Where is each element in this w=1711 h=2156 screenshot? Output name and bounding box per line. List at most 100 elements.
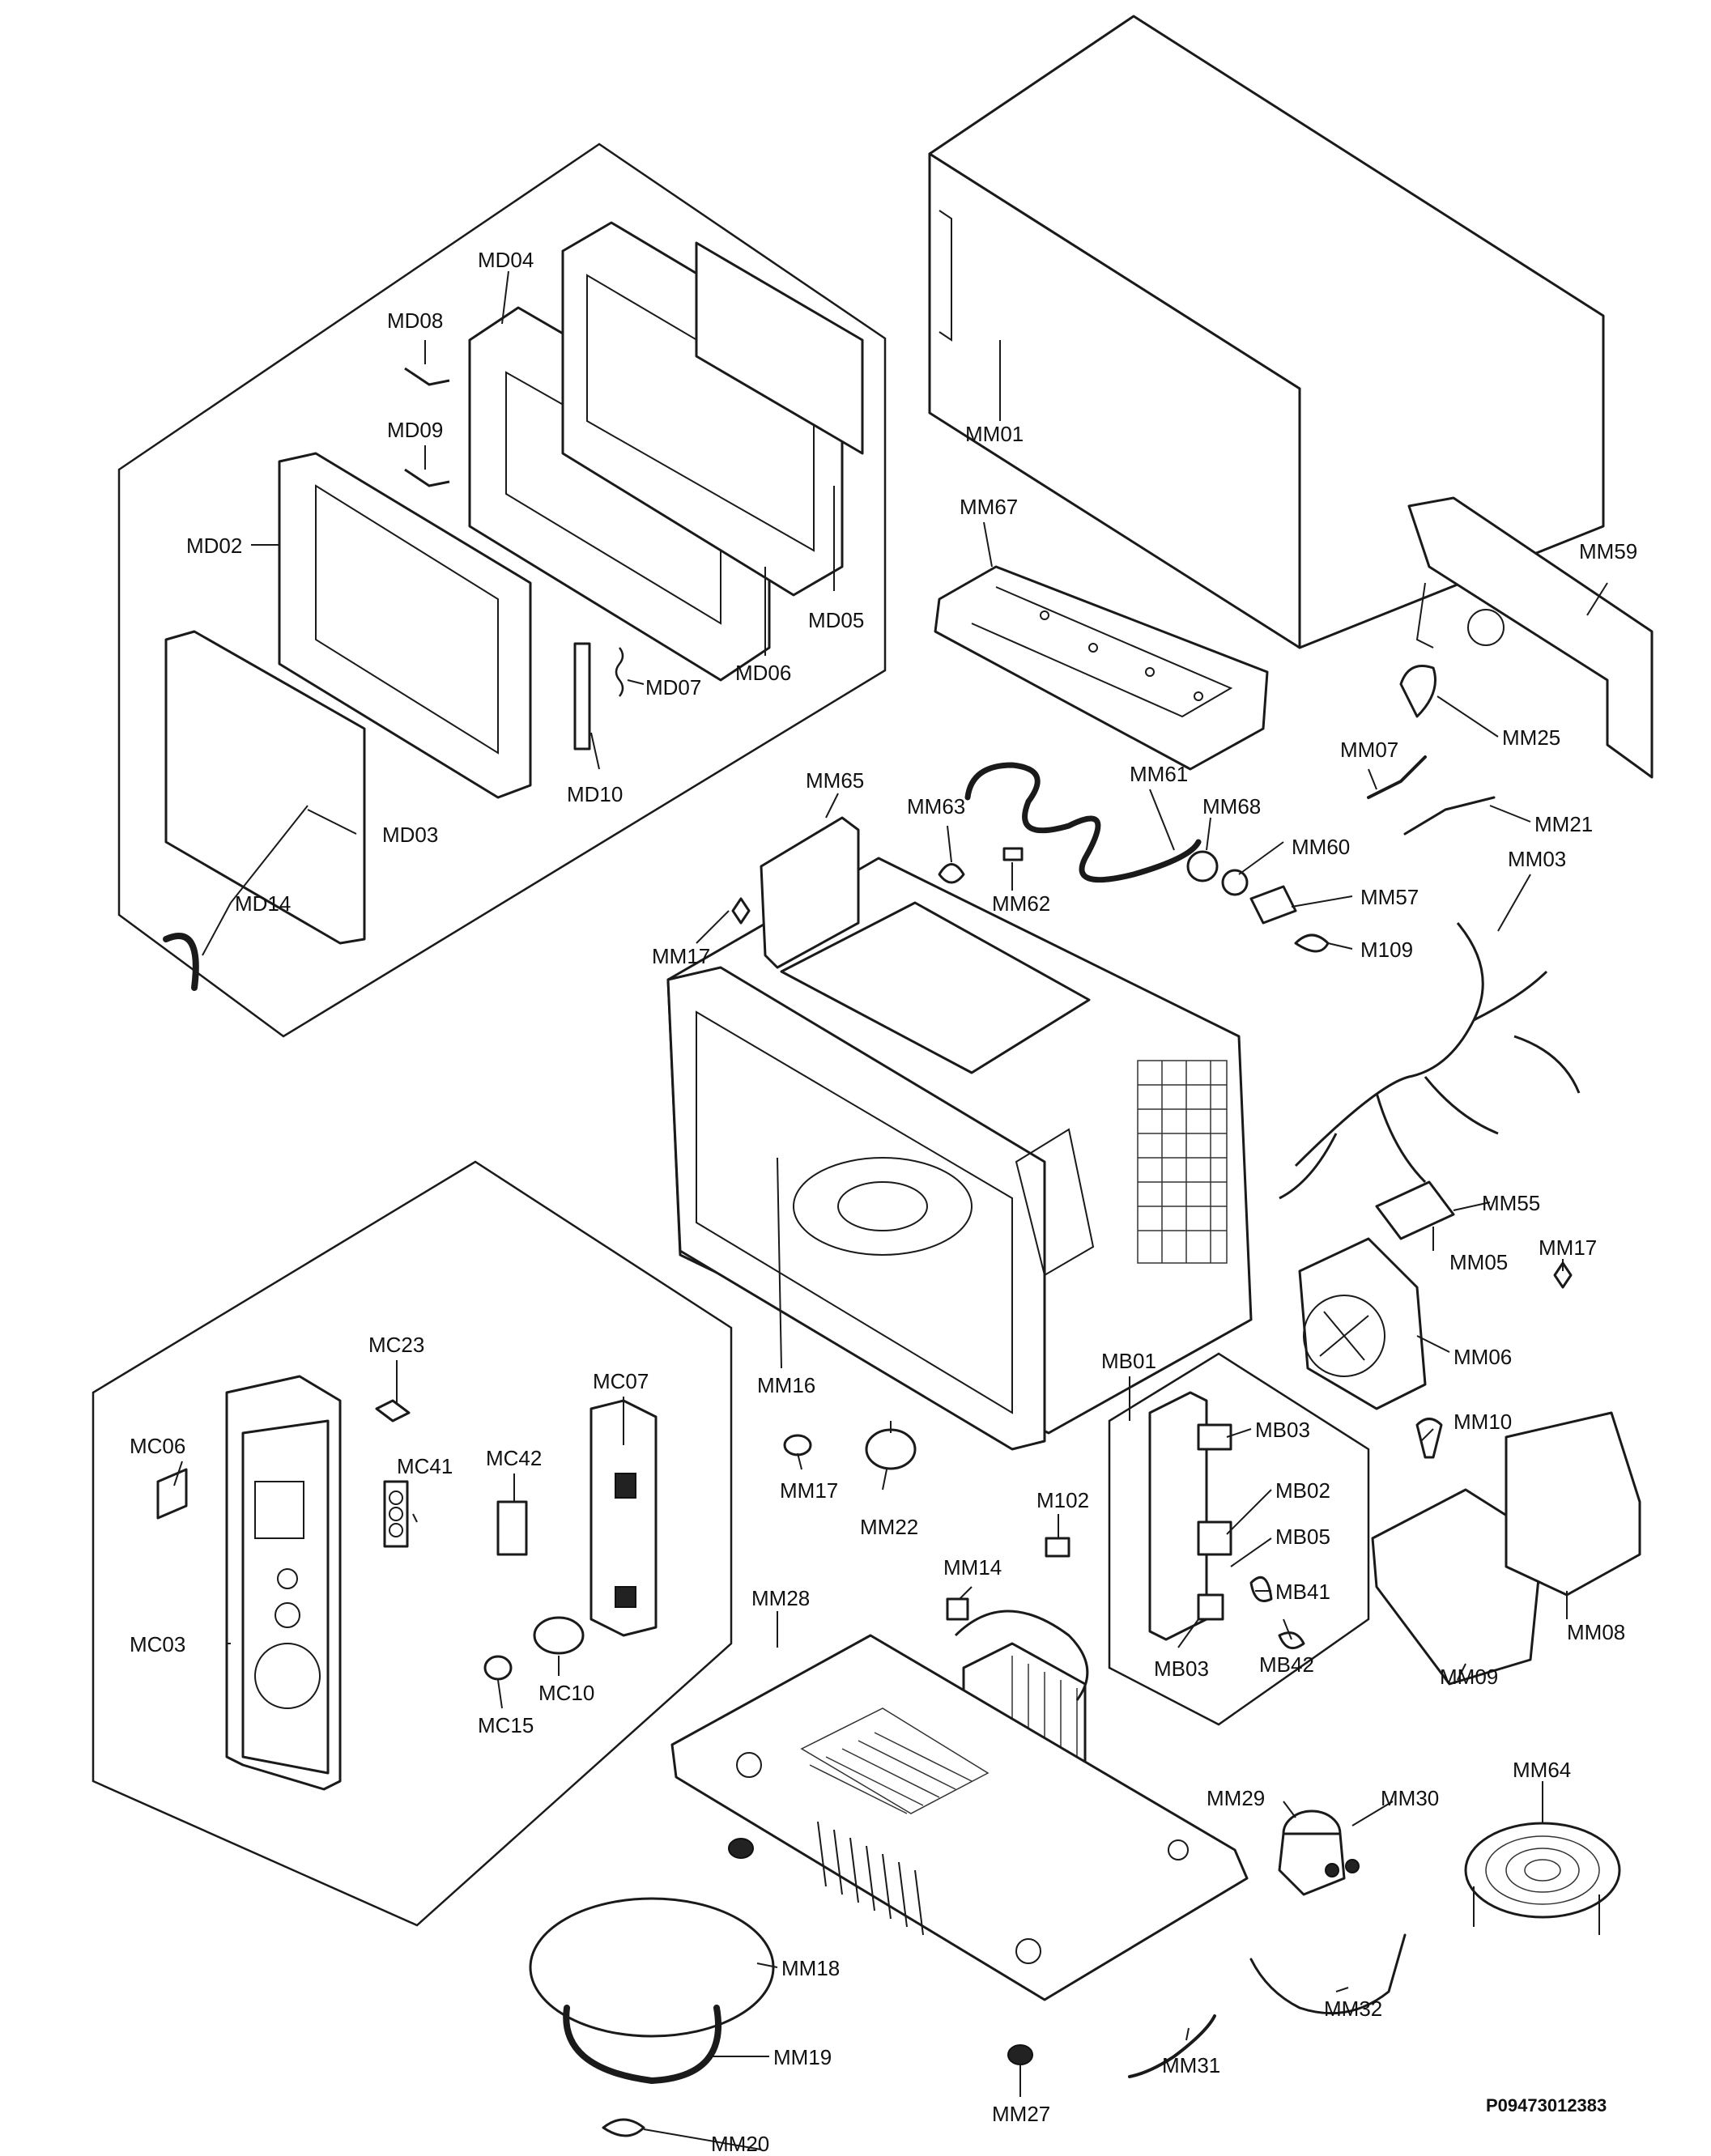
foot-top <box>728 1838 754 1859</box>
mm14-switch <box>946 1597 969 1621</box>
top-plate <box>934 565 1269 771</box>
label-mb03-bottom: MB03 <box>1154 1656 1209 1681</box>
heater-seal <box>1221 869 1249 896</box>
label-mm17-top: MM17 <box>652 944 710 968</box>
label-mb42: MB42 <box>1259 1652 1314 1677</box>
label-md06: MD06 <box>735 661 791 685</box>
label-mc23: MC23 <box>368 1333 424 1357</box>
mm17-fastener-top <box>731 897 751 925</box>
label-mb02: MB02 <box>1275 1478 1330 1503</box>
label-mm06: MM06 <box>1453 1345 1512 1369</box>
label-mc41: MC41 <box>397 1454 453 1478</box>
capacitor <box>1278 1809 1360 1896</box>
label-mm16: MM16 <box>757 1373 815 1397</box>
label-mm07: MM07 <box>1340 738 1398 762</box>
label-m102: M102 <box>1036 1488 1089 1512</box>
label-mm18: MM18 <box>781 1956 840 1980</box>
label-mc42: MC42 <box>486 1446 542 1470</box>
heater-ring <box>1186 850 1219 882</box>
label-mm01: MM01 <box>965 422 1024 446</box>
label-md04: MD04 <box>478 248 534 272</box>
control-panel-group-outline <box>92 1160 733 1927</box>
label-mm19: MM19 <box>773 2045 832 2069</box>
leader-lines <box>173 270 1608 2150</box>
label-mm31: MM31 <box>1162 2053 1220 2077</box>
magnetron-waveguide <box>1371 1411 1641 1686</box>
label-mm14: MM14 <box>943 1555 1002 1580</box>
label-md05: MD05 <box>808 608 864 632</box>
foot-bottom <box>1007 2044 1033 2065</box>
label-mc03: MC03 <box>130 1632 185 1656</box>
mm31-cable <box>1128 2014 1216 2078</box>
base-plate <box>670 1634 1249 2001</box>
door-small-parts <box>404 367 624 751</box>
wire-harness <box>1279 922 1581 1200</box>
mm55-board <box>1375 1180 1455 1240</box>
label-mm05: MM05 <box>1449 1250 1508 1274</box>
label-mm17-right: MM17 <box>1539 1235 1597 1260</box>
label-mm65: MM65 <box>806 768 864 793</box>
roller-ring <box>563 2005 722 2084</box>
m102-part <box>1045 1537 1070 1558</box>
label-mm67: MM67 <box>960 495 1018 519</box>
label-md02: MD02 <box>186 534 242 558</box>
grill-rack <box>1464 1822 1621 1935</box>
mb-group-outline <box>1108 1352 1370 1726</box>
label-md09: MD09 <box>387 418 443 442</box>
mm17-fastener-right <box>1553 1261 1573 1289</box>
label-mb03-top: MB03 <box>1255 1418 1310 1442</box>
label-mm32: MM32 <box>1324 1997 1382 2021</box>
mb-parts <box>1148 1391 1305 1650</box>
label-mb05: MB05 <box>1275 1525 1330 1549</box>
door-inner-frame <box>468 221 864 682</box>
mm17-fastener-mid <box>783 1434 812 1456</box>
label-mm68: MM68 <box>1202 794 1261 819</box>
label-mm55: MM55 <box>1482 1191 1540 1215</box>
label-mm57: MM57 <box>1360 885 1419 909</box>
label-mc10: MC10 <box>538 1681 594 1705</box>
label-md03: MD03 <box>382 823 438 847</box>
label-mm03: MM03 <box>1508 847 1566 871</box>
label-mm20: MM20 <box>711 2132 769 2156</box>
label-md10: MD10 <box>567 782 623 806</box>
door-group-outline <box>117 142 887 1038</box>
label-mb01: MB01 <box>1101 1349 1156 1373</box>
label-md08: MD08 <box>387 308 443 333</box>
label-mm10: MM10 <box>1453 1410 1512 1434</box>
cover-bracket <box>760 816 860 969</box>
heater-clip <box>1294 933 1330 953</box>
mm25-clip <box>1399 665 1436 718</box>
label-m109: M109 <box>1360 938 1413 962</box>
label-mm17-mid: MM17 <box>780 1478 838 1503</box>
label-mm60: MM60 <box>1292 835 1350 859</box>
label-mm62: MM62 <box>992 891 1050 916</box>
mm21-wire <box>1403 796 1496 836</box>
label-mm27: MM27 <box>992 2102 1050 2126</box>
label-mc07: MC07 <box>593 1369 649 1393</box>
mm07-wire <box>1367 755 1427 799</box>
door-panel <box>163 630 366 991</box>
outer-cabinet <box>928 15 1605 649</box>
label-md14: MD14 <box>235 891 291 916</box>
label-mm63: MM63 <box>907 794 965 819</box>
label-mm25: MM25 <box>1502 725 1560 750</box>
label-mm08: MM08 <box>1567 1620 1625 1644</box>
label-mm09: MM09 <box>1440 1665 1498 1689</box>
door-frame-front <box>278 452 532 799</box>
label-mm61: MM61 <box>1130 762 1188 786</box>
label-mm59: MM59 <box>1579 539 1637 563</box>
heater-bracket <box>1249 885 1297 925</box>
mm32-fuse <box>1249 1933 1407 2015</box>
rear-bracket <box>1407 496 1654 779</box>
label-mm21: MM21 <box>1534 812 1593 836</box>
label-md07: MD07 <box>645 675 701 700</box>
label-mm22: MM22 <box>860 1515 918 1539</box>
turntable-motor <box>865 1421 917 1470</box>
label-mc06: MC06 <box>130 1434 185 1458</box>
label-mb41: MB41 <box>1275 1580 1330 1604</box>
fan-motor <box>1298 1237 1427 1410</box>
drawing-reference-number: P09473012383 <box>1486 2095 1607 2116</box>
label-mm30: MM30 <box>1381 1786 1439 1810</box>
label-mm64: MM64 <box>1513 1758 1571 1782</box>
